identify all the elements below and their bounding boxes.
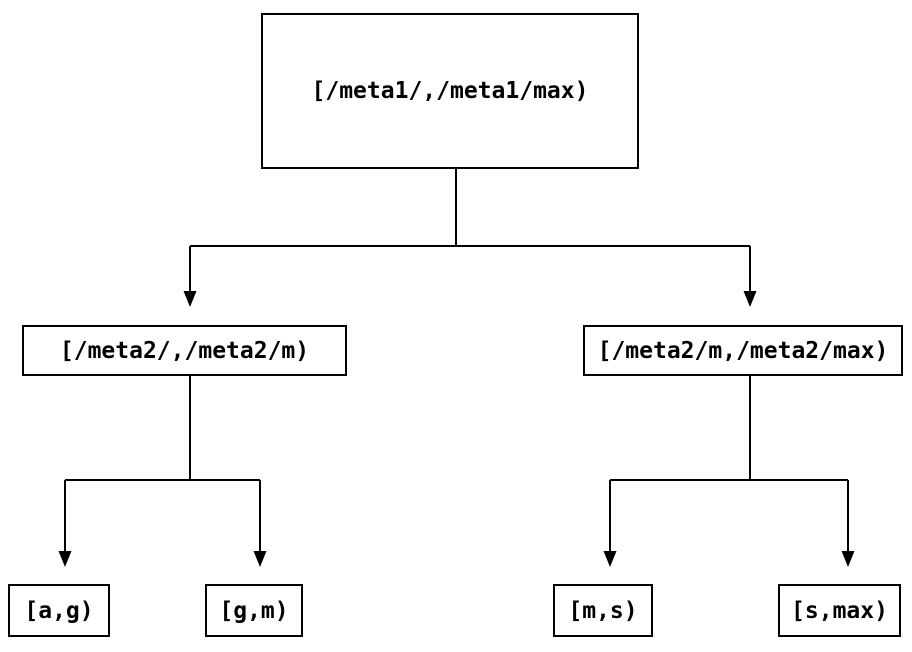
arrowhead-down-icon — [841, 551, 855, 567]
node-meta2-upper-range: [/meta2/m,/meta2/max) — [583, 325, 903, 376]
arrowhead-down-icon — [603, 551, 617, 567]
connector-right-node-to-leaves — [603, 376, 855, 567]
leaf-node-s-max: [s,max) — [778, 584, 901, 637]
arrowhead-down-icon — [743, 291, 757, 307]
leaf-node-m-s: [m,s) — [553, 584, 653, 637]
node-meta1-range: [/meta1/,/meta1/max) — [261, 13, 639, 169]
node-meta2-lower-range: [/meta2/,/meta2/m) — [22, 325, 347, 376]
connector-root-to-level1 — [183, 169, 757, 307]
leaf-node-a-g: [a,g) — [8, 584, 110, 637]
arrowhead-down-icon — [183, 291, 197, 307]
connector-line — [609, 376, 849, 551]
connector-line — [64, 376, 261, 551]
leaf-node-g-m: [g,m) — [205, 584, 303, 637]
connector-left-node-to-leaves — [58, 376, 267, 567]
arrowhead-down-icon — [253, 551, 267, 567]
arrowhead-down-icon — [58, 551, 72, 567]
connector-line — [189, 169, 751, 291]
